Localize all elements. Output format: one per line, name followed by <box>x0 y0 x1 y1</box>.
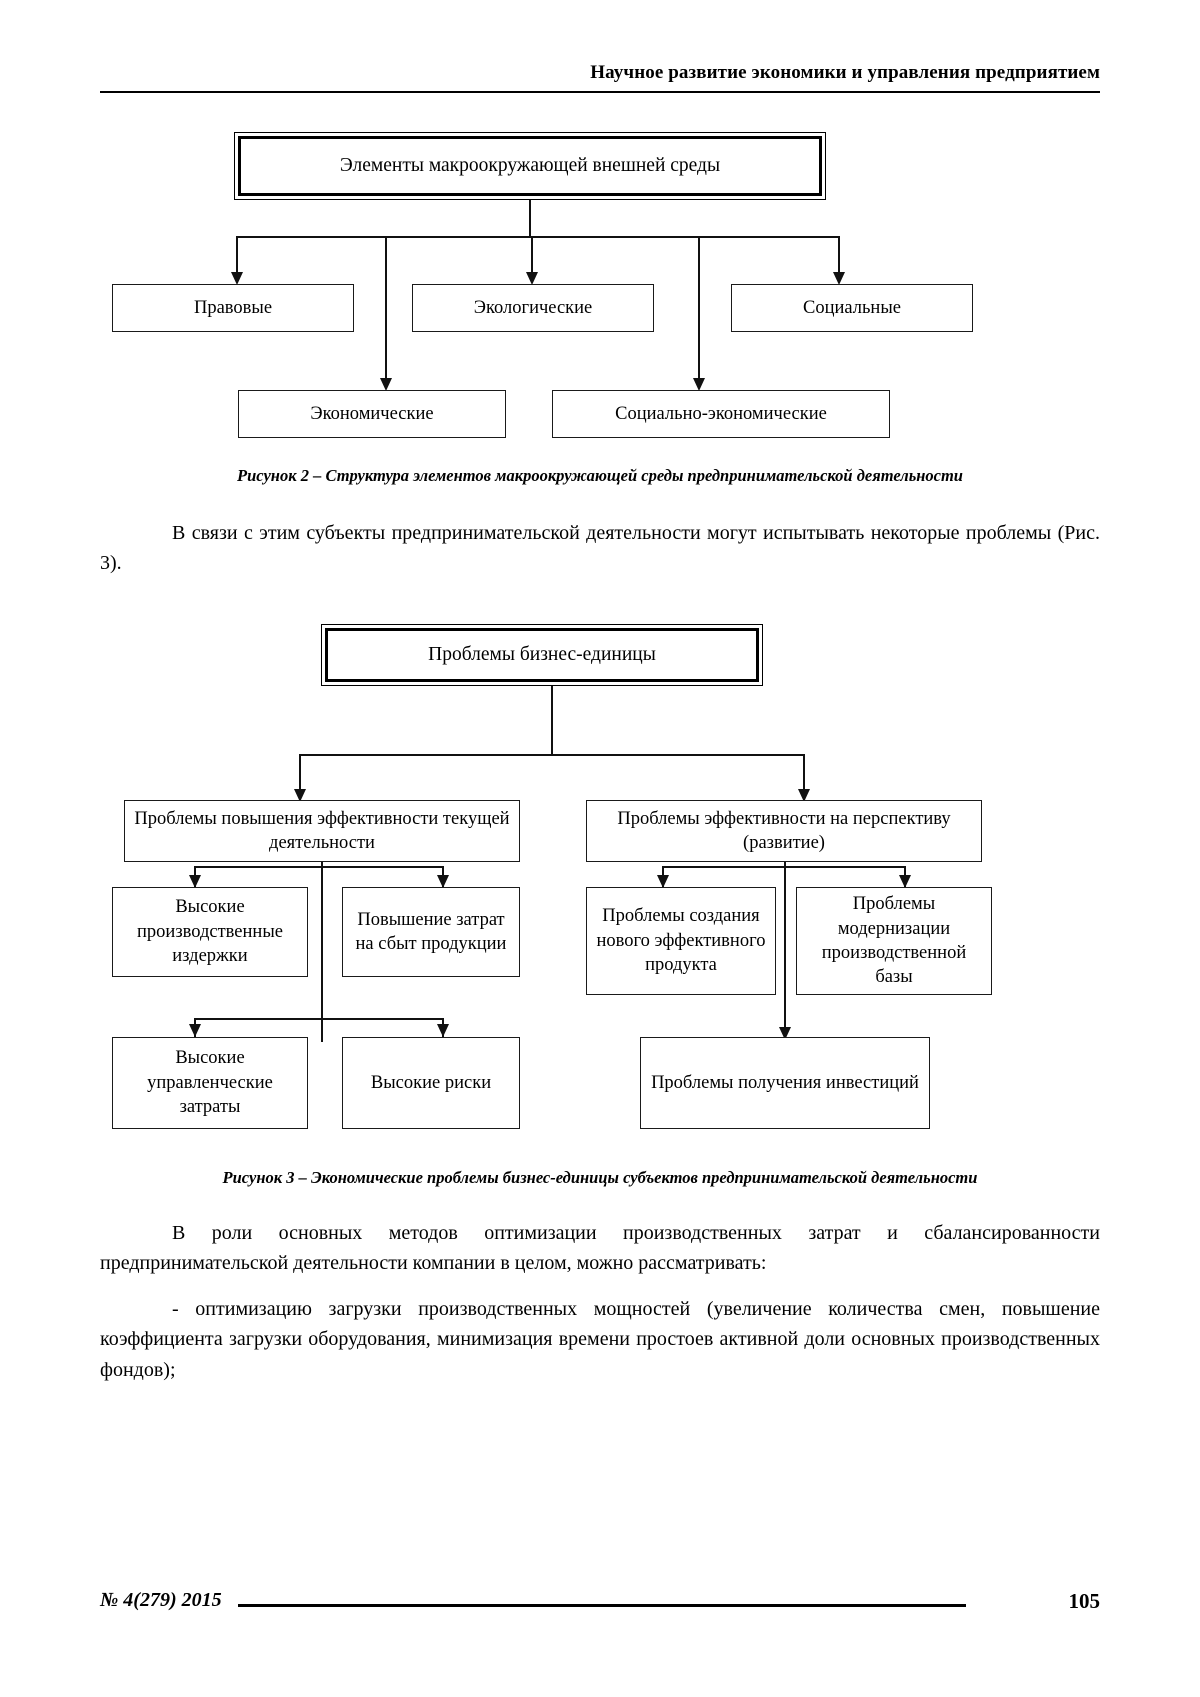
figure3-arrow-management-costs <box>188 1024 201 1037</box>
figure3-arrow-sales-costs <box>436 875 449 888</box>
figure2-branch-ecological <box>531 236 533 278</box>
footer-issue: № 4(279) 2015 <box>100 1589 222 1611</box>
figure2-arrow-legal <box>230 272 243 285</box>
figure2-arrow-economic <box>379 378 392 391</box>
figure2-arrow-social <box>832 272 845 285</box>
figure3-arrow-right <box>797 789 810 802</box>
figure3-node-high-risks: Высокие риски <box>342 1037 520 1129</box>
figure3-arrow-production-costs <box>188 875 201 888</box>
figure3-node-sales-costs: Повышение затрат на сбыт продукции <box>342 887 520 977</box>
footer-rule <box>238 1604 966 1607</box>
figure2-node-ecological: Экологические <box>412 284 654 332</box>
figure2-node-socioeconomic: Социально-экономические <box>552 390 890 438</box>
figure3-node-production-costs: Высокие производственные издержки <box>112 887 308 977</box>
figure3-left-bar-2 <box>194 1018 444 1020</box>
figure2-arrow-ecological <box>525 272 538 285</box>
footer-page-number: 105 <box>1068 1589 1101 1613</box>
figure3-branch-right <box>803 754 805 794</box>
figure3-node-investments: Проблемы получения инвестиций <box>640 1037 930 1129</box>
figure3-left-bar-1 <box>194 866 444 868</box>
figure2-node-legal: Правовые <box>112 284 354 332</box>
figure3-left-spine <box>321 862 323 1042</box>
header-rule <box>100 91 1100 93</box>
figure2-branch-legal <box>236 236 238 278</box>
figure3-node-future-efficiency: Проблемы эффективности на перспективу (р… <box>586 800 982 862</box>
paragraph-bullet-capacity: - оптимизацию загрузки производственных … <box>100 1298 1100 1381</box>
figure2-caption: Рисунок 2 – Структура элементов макроокр… <box>237 466 963 485</box>
figure3-arrow-investments <box>778 1027 791 1040</box>
figure3-caption: Рисунок 3 – Экономические проблемы бизне… <box>222 1168 978 1187</box>
figure2-node-social: Социальные <box>731 284 973 332</box>
figure3-right-spine <box>784 862 786 1044</box>
figure3-arrow-left <box>293 789 306 802</box>
figure3-distribution-bar <box>299 754 805 756</box>
figure3-node-current-efficiency: Проблемы повышения эффективности текущей… <box>124 800 520 862</box>
figure3-right-bar-1 <box>662 866 906 868</box>
figure2-root-node: Элементы макроокружающей внешней среды <box>234 132 826 200</box>
figure2-node-economic: Экономические <box>238 390 506 438</box>
figure3-arrow-modernization <box>898 875 911 888</box>
figure2-branch-social <box>838 236 840 278</box>
figure2-distribution-bar <box>236 236 840 238</box>
figure3-branch-left <box>299 754 301 794</box>
figure3-trunk <box>551 686 553 754</box>
figure2-branch-socioeconomic <box>698 236 700 383</box>
figure3-arrow-high-risks <box>436 1024 449 1037</box>
figure3-node-management-costs: Высокие управленческие затраты <box>112 1037 308 1129</box>
figure3-arrow-new-product <box>656 875 669 888</box>
paragraph-methods: В роли основных методов оптимизации прои… <box>100 1222 1100 1275</box>
figure3-node-modernization: Проблемы модернизации производственной б… <box>796 887 992 995</box>
paragraph-intro: В связи с этим субъекты предпринимательс… <box>100 522 1100 575</box>
figure2-arrow-socioeconomic <box>692 378 705 391</box>
figure3-node-new-product: Проблемы создания нового эффективного пр… <box>586 887 776 995</box>
figure2-trunk <box>529 200 531 236</box>
figure2-branch-economic <box>385 236 387 383</box>
running-head: Научное развитие экономики и управления … <box>590 62 1100 83</box>
figure3-root-node: Проблемы бизнес-единицы <box>321 624 763 686</box>
